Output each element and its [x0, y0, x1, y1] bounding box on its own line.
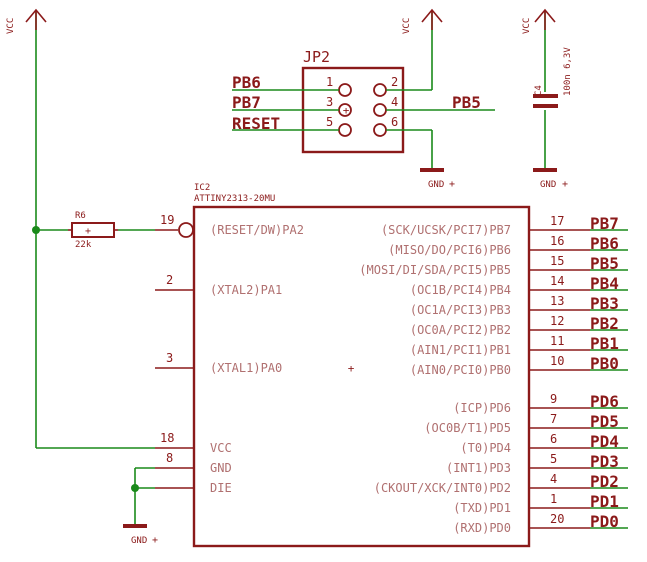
ic-pin-num-17: 17	[550, 214, 564, 228]
ic-pin-num-14: 14	[550, 274, 564, 288]
svg-text:+: +	[152, 535, 158, 546]
jp2-header: JP2 1 2 3 4 5 6 +	[301, 48, 405, 154]
resistor-name: R6	[75, 211, 86, 221]
jp2-pin6: 6	[391, 115, 398, 129]
net-label-pb5: PB5	[452, 93, 481, 112]
ic-pin-num-13: 13	[550, 294, 564, 308]
vcc-jp2-symbol: VCC	[402, 8, 443, 34]
net-label-ic-pb1: PB1	[590, 334, 619, 353]
ic-pin-num-18: 18	[160, 431, 174, 445]
net-label-ic-pb5: PB5	[590, 254, 619, 273]
resistor-r6: + R6 22k	[68, 211, 118, 250]
gnd-jp2-label: GND	[428, 180, 444, 190]
ic-pin-label-pd6: (ICP)PD6	[453, 401, 511, 415]
vcc-jp2-label: VCC	[402, 18, 412, 34]
ic-pin-num-7: 7	[550, 412, 557, 426]
svg-text:+: +	[348, 362, 355, 375]
capacitor-c4: VCC C4 100n 6,3V GND +	[522, 8, 573, 190]
ic-pin-label-pb5: (MOSI/DI/SDA/PCI5)PB5	[359, 263, 511, 277]
ic-pin-label-pd2: (CKOUT/XCK/INT0)PD2	[374, 481, 511, 495]
ic-pin-label-pb2: (OC0A/PCI2)PB2	[410, 323, 511, 337]
ic-pin-num-4: 4	[550, 472, 557, 486]
ic-pin-num-2: 2	[166, 273, 173, 287]
ic-pin-label-gnd: GND	[210, 461, 232, 475]
ic-pin-num-10: 10	[550, 354, 564, 368]
gnd-jp2-symbol: GND +	[420, 168, 455, 190]
net-label-pb6: PB6	[232, 73, 261, 92]
net-label-ic-pd3: PD3	[590, 452, 619, 471]
ic-pin-label-pb1: (AIN1/PCI1)PB1	[410, 343, 511, 357]
cap-value: 100n 6,3V	[563, 47, 573, 96]
ic-pin-label-pb4: (OC1B/PCI4)PB4	[410, 283, 511, 297]
gnd-ic-label: GND	[131, 536, 147, 546]
ic-pin-num-12: 12	[550, 314, 564, 328]
net-label-ic-pb2: PB2	[590, 314, 619, 333]
net-label-ic-pd2: PD2	[590, 472, 619, 491]
ic-pin-label-pd1: (TXD)PD1	[453, 501, 511, 515]
ic-name: IC2	[194, 183, 210, 193]
ic-pin-num-11: 11	[550, 334, 564, 348]
ic-pin-label-pd4: (T0)PD4	[460, 441, 511, 455]
ic-pin-label-pa2: (RESET/DW)PA2	[210, 223, 304, 237]
net-label-pb7: PB7	[232, 93, 261, 112]
junction-dot-gnd	[131, 484, 139, 492]
net-label-reset: RESET	[232, 114, 280, 133]
ic-pin-label-pd5: (OC0B/T1)PD5	[424, 421, 511, 435]
net-label-ic-pb6: PB6	[590, 234, 619, 253]
jp2-pin5: 5	[326, 115, 333, 129]
net-label-ic-pb0: PB0	[590, 354, 619, 373]
ic-pin-label-die: DIE	[210, 481, 232, 495]
ic-pin-num-3: 3	[166, 351, 173, 365]
ic-pin-label-pb0: (AIN0/PCI0)PB0	[410, 363, 511, 377]
net-label-ic-pd5: PD5	[590, 412, 619, 431]
cap-name: C4	[534, 85, 544, 96]
resistor-value: 22k	[75, 240, 92, 250]
ic-pin-label-pb3: (OC1A/PCI3)PB3	[410, 303, 511, 317]
ic-pin-num-19: 19	[160, 213, 174, 227]
ic-value: ATTINY2313-20MU	[194, 194, 275, 204]
net-label-ic-pd4: PD4	[590, 432, 619, 451]
net-label-ic-pb4: PB4	[590, 274, 619, 293]
net-label-ic-pd0: PD0	[590, 512, 619, 531]
jp2-pin4: 4	[391, 95, 398, 109]
jp2-pin2: 2	[391, 75, 398, 89]
ic-pin-num-5: 5	[550, 452, 557, 466]
ic-pin-label-pb7: (SCK/UCSK/PCI7)PB7	[381, 223, 511, 237]
ic-pin-label-pb6: (MISO/DO/PCI6)PB6	[388, 243, 511, 257]
svg-text:+: +	[343, 104, 350, 117]
ic-pin-num-6: 6	[550, 432, 557, 446]
ic-pin-label-pa0: (XTAL1)PA0	[210, 361, 282, 375]
ic-pin-num-8: 8	[166, 451, 173, 465]
ic-pin-num-1: 1	[550, 492, 557, 506]
jp2-name: JP2	[303, 48, 330, 66]
vcc-cap-label: VCC	[522, 18, 532, 34]
net-label-ic-pb3: PB3	[590, 294, 619, 313]
net-label-ic-pb7: PB7	[590, 214, 619, 233]
ic-pin-num-16: 16	[550, 234, 564, 248]
jp2-pin3: 3	[326, 95, 333, 109]
svg-text:+: +	[562, 179, 568, 190]
ic-pin-label-pd0: (RXD)PD0	[453, 521, 511, 535]
ic-pin-label-pd3: (INT1)PD3	[446, 461, 511, 475]
vcc-left-symbol: VCC	[6, 8, 47, 448]
net-label-ic-pd1: PD1	[590, 492, 619, 511]
vcc-left-label: VCC	[6, 18, 16, 34]
ic2-body: IC2 ATTINY2313-20MU +	[192, 183, 531, 548]
ic-pin-label-vcc: VCC	[210, 441, 232, 455]
svg-text:+: +	[85, 226, 91, 237]
ic-left-pins: 19 (RESET/DW)PA2 2 (XTAL2)PA1 3 (XTAL1)P…	[155, 213, 304, 495]
ic-gnd-net: GND +	[123, 467, 158, 546]
ic-pin-num-9: 9	[550, 392, 557, 406]
ic-pin-label-pa1: (XTAL2)PA1	[210, 283, 282, 297]
jp2-pin1: 1	[326, 75, 333, 89]
net-label-ic-pd6: PD6	[590, 392, 619, 411]
ic-pin-num-20: 20	[550, 512, 564, 526]
gnd-cap-label: GND	[540, 180, 556, 190]
svg-text:+: +	[449, 179, 455, 190]
ic-pin-num-15: 15	[550, 254, 564, 268]
